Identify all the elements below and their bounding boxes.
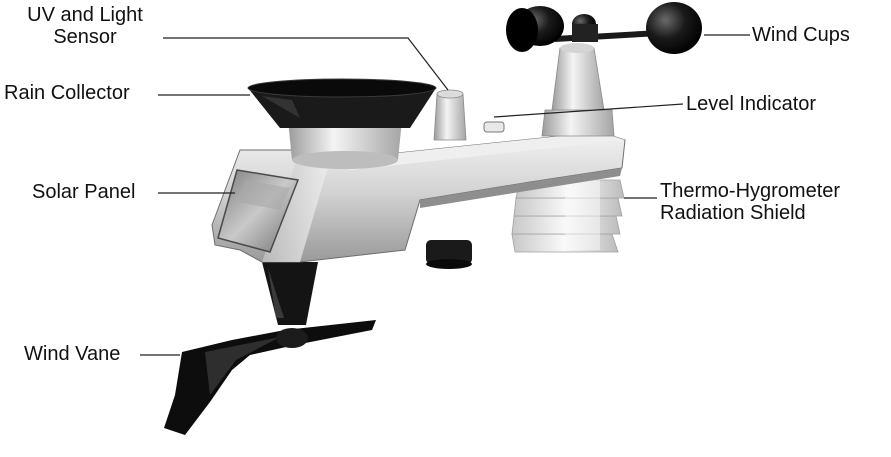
wind-vane	[164, 262, 376, 435]
rain-collector	[247, 78, 437, 169]
label-rain-collector: Rain Collector	[4, 82, 130, 104]
solar-panel	[217, 169, 300, 253]
uv-light-sensor	[433, 89, 467, 141]
label-thermo-hygrometer-line2: Radiation Shield	[660, 202, 806, 224]
label-thermo-hygrometer-line1: Thermo-Hygrometer	[660, 180, 841, 202]
mount-knob	[426, 240, 472, 269]
label-level-indicator: Level Indicator	[686, 93, 817, 115]
label-uv-light-sensor-line2: Sensor	[53, 26, 117, 48]
label-wind-vane: Wind Vane	[24, 343, 121, 365]
label-wind-cups: Wind Cups	[752, 24, 850, 46]
wind-cups	[506, 2, 702, 54]
leader-lines	[140, 34, 750, 356]
label-thermo-hygrometer: Thermo-Hygrometer Radiation Shield	[660, 180, 840, 224]
label-uv-light-sensor: UV and Light Sensor	[5, 4, 165, 48]
label-solar-panel: Solar Panel	[32, 181, 136, 203]
anemometer-column	[541, 43, 615, 137]
label-uv-light-sensor-line1: UV and Light	[27, 4, 143, 26]
level-indicator	[483, 121, 505, 133]
